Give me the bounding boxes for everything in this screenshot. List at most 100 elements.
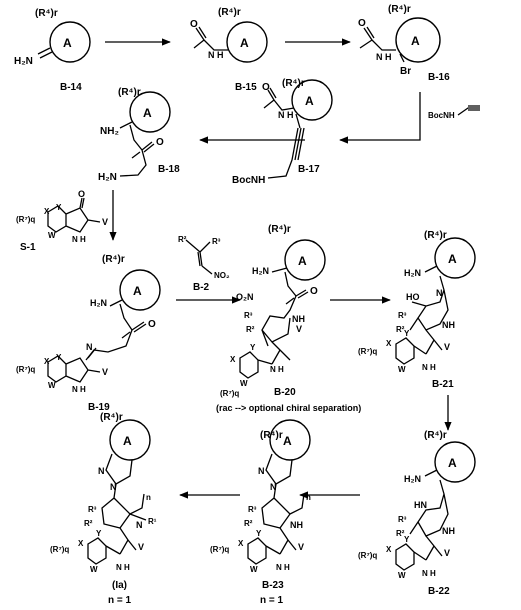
bocnh-label: BocNH (232, 175, 265, 186)
ring-a (226, 21, 268, 63)
y-label: Y (56, 353, 62, 362)
v-label: V (296, 324, 302, 334)
compound-ia: A (R⁴)r N N n N R¹ R³ R² V Y X W N H (R⁷… (50, 412, 157, 606)
y-label: Y (250, 343, 256, 352)
r2-label: R² (246, 325, 255, 334)
n3-label: N (136, 520, 143, 530)
ring-label: A (448, 456, 457, 470)
s1-x: X (44, 207, 50, 216)
ring-a (129, 91, 171, 133)
ring-label: A (63, 36, 72, 50)
r2-label: R² (396, 529, 405, 538)
s1-y: Y (56, 203, 62, 212)
compound-id: B-15 (235, 82, 257, 93)
imine-n: N (86, 342, 93, 352)
amine-label: H₂N (14, 56, 33, 67)
compound-id: B-18 (158, 164, 180, 175)
compound-b19: A (R⁴)r H₂N O N V Y X W N H (R⁷)q B-19 (16, 254, 161, 413)
ketone-o: O (156, 137, 164, 148)
compound-b21: A (R⁴)r H₂N N HO R³ R² NH V Y X W N H (R… (358, 230, 476, 390)
n1-label: N (98, 466, 105, 476)
s1-r7: (R⁷)q (16, 215, 35, 224)
v-label: V (138, 542, 144, 552)
n-note: n = 1 (108, 595, 132, 606)
amine-nh2: NH₂ (100, 126, 119, 137)
r7-label: (R⁷)q (358, 551, 377, 560)
nh-label: N H (116, 563, 130, 572)
ring-a (49, 21, 91, 63)
carbonyl-o: O (190, 19, 198, 30)
amine-label: H₂N (404, 268, 421, 278)
nh2-label: N H (422, 569, 436, 578)
v-label: V (444, 342, 450, 352)
s1-carbonyl-o: O (78, 189, 85, 199)
r3-label: R³ (244, 311, 253, 320)
x-label: X (386, 339, 392, 348)
reagent-bocnh: BocNH (428, 111, 455, 120)
hn-label: HN (414, 500, 427, 510)
chiral-note: (rac --> optional chiral separation) (216, 403, 361, 413)
amine-label: H₂N (252, 266, 269, 276)
r7-label: (R⁷)q (358, 347, 377, 356)
compound-id: B-16 (428, 72, 450, 83)
w-label: W (398, 571, 406, 580)
substituent-r4: (R⁴)r (260, 430, 283, 441)
ring-label: A (305, 94, 314, 108)
w-label: W (90, 565, 98, 574)
ring-label: A (133, 284, 142, 298)
w-label: W (48, 381, 56, 390)
terminal-amine: H₂N (98, 172, 117, 183)
nh2-label: N H (276, 563, 290, 572)
n1-label: N (258, 466, 265, 476)
compound-b15: A (R⁴)r O N H B-15 (190, 7, 268, 93)
compound-id: B-2 (193, 282, 210, 293)
substituent-r4: (R⁴)r (100, 412, 123, 423)
compound-id: B-20 (274, 387, 296, 398)
x-label: X (230, 355, 236, 364)
nitro-label: O₂N (236, 292, 254, 302)
substituent-r4: (R⁴)r (424, 430, 447, 441)
nh-label: NH (290, 520, 303, 530)
compound-b16: A (R⁴)r O N H Br B-16 (358, 4, 450, 83)
carbonyl-o: O (358, 18, 366, 29)
n2-label: N (110, 482, 117, 492)
ring-label: A (298, 254, 307, 268)
r3-label: R³ (88, 505, 97, 514)
s1-nh: N H (72, 235, 86, 244)
nh2-label: N H (270, 365, 284, 374)
substituent-r4: (R⁴)r (118, 87, 141, 98)
compound-b2: R² R³ NO₂ B-2 (178, 235, 230, 293)
r3-label: R³ (212, 237, 221, 246)
r7-label: (R⁷)q (210, 545, 229, 554)
v-label: V (444, 548, 450, 558)
nitro-label: NO₂ (214, 271, 230, 280)
compound-b20: A (R⁴)r H₂N O O₂N R³ R² NH V Y X W N H (… (216, 224, 361, 413)
compound-b14: A (R⁴)r H₂N B-14 (14, 8, 91, 93)
ketone-o: O (310, 286, 318, 297)
r3-label: R³ (398, 311, 407, 320)
n-subscript: n (306, 493, 311, 502)
s1-w: W (48, 231, 56, 240)
r2-label: R² (84, 519, 93, 528)
amide-nh: N H (278, 110, 294, 120)
ring-label: A (411, 34, 420, 48)
r1-label: R¹ (148, 517, 157, 526)
amide-nh: N H (376, 52, 392, 62)
ketone-o: O (148, 319, 156, 330)
ring-label: A (143, 106, 152, 120)
compound-id: B-21 (432, 379, 454, 390)
substituent-r4: (R⁴)r (35, 8, 58, 19)
nh-label: NH (442, 320, 455, 330)
compound-id: B-22 (428, 586, 450, 597)
w-label: W (250, 565, 258, 574)
nh-label: N H (72, 385, 86, 394)
ring-label: A (240, 36, 249, 50)
compound-id: B-17 (298, 164, 320, 175)
arrow-b16-b17: BocNH (339, 92, 480, 144)
nh-label: NH (442, 526, 455, 536)
x-label: X (238, 539, 244, 548)
compound-b18: A (R⁴)r NH₂ O H₂N B-18 (98, 87, 180, 183)
v-label: V (298, 542, 304, 552)
compound-b22: A (R⁴)r H₂N HN R³ R² NH V Y X W N H (R⁷)… (358, 430, 476, 597)
y-label: Y (404, 535, 410, 544)
